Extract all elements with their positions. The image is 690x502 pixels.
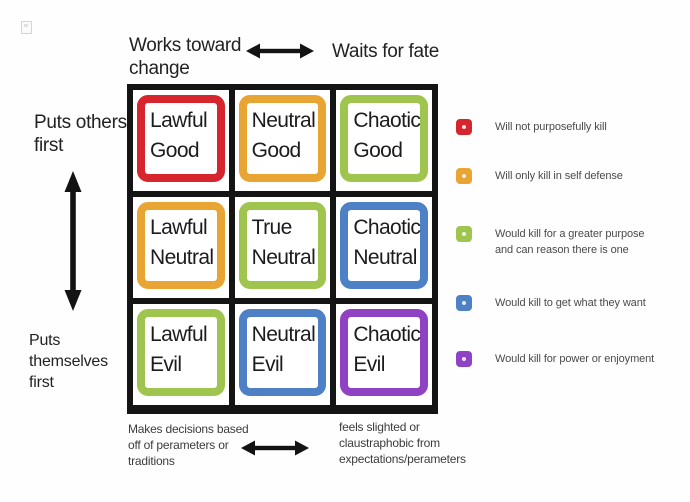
- axis-label-makes-decisions: Makes decisions based off of perameters …: [128, 422, 249, 468]
- cell-label: Lawful Evil: [150, 323, 208, 376]
- cell-box-chaotic-neutral: Chaotic Neutral: [340, 202, 428, 289]
- cell-box-neutral-good: Neutral Good: [238, 95, 327, 182]
- legend-item-purple: Would kill for power or enjoyment: [456, 351, 654, 367]
- cell-neutral-evil: Neutral Evil: [234, 304, 331, 405]
- cell-label: Neutral Good: [251, 109, 316, 162]
- cell-box-lawful-evil: Lawful Evil: [137, 309, 225, 396]
- cell-label: Chaotic Evil: [353, 323, 421, 376]
- cell-lawful-good: Lawful Good: [133, 90, 229, 191]
- cell-lawful-evil: Lawful Evil: [133, 304, 229, 405]
- axis-label-feels-slighted: feels slighted or claustraphobic from ex…: [339, 420, 466, 466]
- legend-label: Would kill to get what they want: [495, 297, 646, 309]
- cell-label: Lawful Neutral: [150, 216, 214, 269]
- legend-label: Would kill for power or enjoyment: [495, 353, 655, 365]
- cell-true-neutral: True Neutral: [234, 197, 331, 298]
- legend-label: Would kill for a greater purpose and can…: [495, 228, 645, 256]
- blue-swatch-icon: [456, 295, 472, 311]
- red-swatch-icon: [456, 119, 472, 135]
- cell-label: Neutral Evil: [251, 323, 316, 376]
- cell-chaotic-good: Chaotic Good: [336, 90, 432, 191]
- horizontal-arrow-icon: [241, 439, 309, 457]
- axis-label-waits-for-fate: Waits for fate: [332, 41, 440, 62]
- cell-label: Chaotic Neutral: [353, 216, 421, 269]
- cell-box-neutral-evil: Neutral Evil: [238, 309, 327, 396]
- green-swatch-icon: [456, 226, 472, 242]
- cell-chaotic-evil: Chaotic Evil: [336, 304, 432, 405]
- horizontal-arrow-icon: [246, 42, 314, 60]
- cell-label: Lawful Good: [150, 109, 208, 162]
- axis-label-puts-themselves-first: Puts themselves first: [29, 332, 108, 391]
- cell-box-chaotic-evil: Chaotic Evil: [340, 309, 428, 396]
- cell-label: True Neutral: [251, 216, 316, 269]
- axis-label-works-toward-change: Works toward change: [129, 35, 242, 79]
- legend-item-blue: Would kill to get what they want: [456, 295, 646, 311]
- legend-item-red: Will not purposefully kill: [456, 119, 607, 135]
- cell-box-true-neutral: True Neutral: [238, 202, 327, 289]
- orange-swatch-icon: [456, 168, 472, 184]
- purple-swatch-icon: [456, 351, 472, 367]
- cell-box-lawful-good: Lawful Good: [137, 95, 225, 182]
- cell-box-lawful-neutral: Lawful Neutral: [137, 202, 225, 289]
- cell-lawful-neutral: Lawful Neutral: [133, 197, 229, 298]
- axis-label-puts-others-first: Puts others first: [34, 112, 127, 156]
- vertical-arrow-icon: [62, 171, 84, 311]
- legend-item-green: Would kill for a greater purpose and can…: [456, 226, 645, 258]
- cell-chaotic-neutral: Chaotic Neutral: [336, 197, 432, 298]
- broken-image-icon: [21, 21, 32, 34]
- cell-neutral-good: Neutral Good: [234, 90, 331, 191]
- cell-box-chaotic-good: Chaotic Good: [340, 95, 428, 182]
- legend-label: Will not purposefully kill: [495, 121, 607, 133]
- legend-label: Will only kill in self defense: [495, 170, 623, 182]
- cell-label: Chaotic Good: [353, 109, 421, 162]
- alignment-grid: Lawful Good Neutral Good Chaotic Good La…: [127, 84, 438, 414]
- legend-item-orange: Will only kill in self defense: [456, 168, 623, 184]
